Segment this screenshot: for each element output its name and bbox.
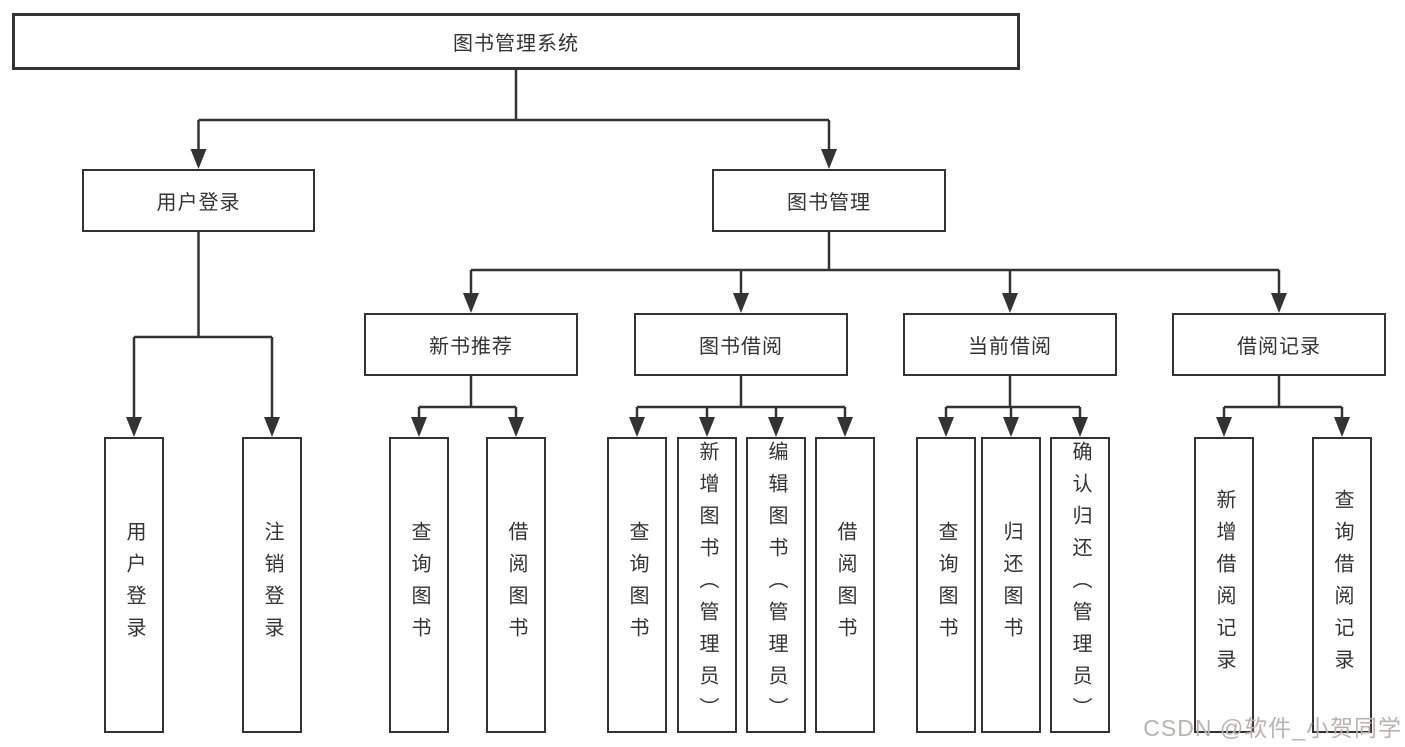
node-book-management-label: 图书管理	[787, 192, 871, 214]
leaf-query-books-2: 查询图书	[607, 437, 667, 733]
arrowhead-icon	[733, 293, 749, 313]
node-borrowing-records: 借阅记录	[1172, 313, 1386, 376]
arrowhead-group	[126, 149, 1350, 437]
arrowhead-icon	[699, 417, 715, 437]
leaf-confirm-return-admin: 确认归还（管理员）	[1050, 437, 1110, 733]
node-book-borrowing: 图书借阅	[634, 313, 848, 376]
leaf-borrow-books-1-label: 借阅图书	[505, 521, 527, 649]
connector-line	[944, 376, 1082, 419]
leaf-query-books-3-label: 查询图书	[935, 521, 957, 649]
leaf-logout-label: 注销登录	[261, 521, 283, 649]
leaf-borrow-books-2-label: 借阅图书	[834, 521, 856, 649]
connector-line	[417, 376, 518, 419]
arrowhead-icon	[1334, 417, 1350, 437]
leaf-edit-books-admin-label: 编辑图书（管理员）	[765, 441, 787, 729]
leaf-logout: 注销登录	[242, 437, 302, 733]
leaf-add-books-admin-label: 新增图书（管理员）	[696, 441, 718, 729]
connector-line-group	[132, 70, 1344, 419]
leaf-query-borrow-record-label: 查询借阅记录	[1331, 489, 1353, 681]
leaf-edit-books-admin: 编辑图书（管理员）	[746, 437, 806, 733]
arrowhead-icon	[411, 417, 427, 437]
node-new-book-recommend-label: 新书推荐	[429, 336, 513, 358]
arrowhead-icon	[126, 417, 142, 437]
connector-line	[469, 232, 1281, 295]
node-book-borrowing-label: 图书借阅	[699, 336, 783, 358]
arrowhead-icon	[1271, 293, 1287, 313]
connector-line	[132, 232, 274, 419]
arrowhead-icon	[264, 417, 280, 437]
leaf-return-books-label: 归还图书	[1000, 521, 1022, 649]
node-user-login-label: 用户登录	[156, 192, 241, 214]
arrowhead-icon	[1072, 417, 1088, 437]
leaf-add-books-admin: 新增图书（管理员）	[677, 437, 737, 733]
node-current-borrowing: 当前借阅	[903, 313, 1117, 376]
leaf-return-books: 归还图书	[981, 437, 1041, 733]
arrowhead-icon	[463, 293, 479, 313]
leaf-query-books-2-label: 查询图书	[626, 521, 648, 649]
arrowhead-icon	[190, 149, 207, 169]
arrowhead-icon	[629, 417, 645, 437]
arrowhead-icon	[508, 417, 524, 437]
connector-line	[635, 376, 847, 419]
leaf-confirm-return-admin-label: 确认归还（管理员）	[1069, 441, 1091, 729]
arrowhead-icon	[821, 149, 837, 169]
leaf-user-login: 用户登录	[104, 437, 164, 733]
arrowhead-icon	[1216, 417, 1232, 437]
node-user-login: 用户登录	[82, 169, 315, 232]
leaf-query-books-1-label: 查询图书	[408, 521, 430, 649]
leaf-query-borrow-record: 查询借阅记录	[1312, 437, 1372, 733]
node-root-label: 图书管理系统	[453, 33, 579, 55]
leaf-query-books-3: 查询图书	[916, 437, 976, 733]
node-root: 图书管理系统	[12, 13, 1020, 70]
connector-line	[197, 70, 831, 151]
node-borrowing-records-label: 借阅记录	[1237, 336, 1321, 358]
leaf-user-login-label: 用户登录	[123, 521, 145, 649]
node-current-borrowing-label: 当前借阅	[968, 336, 1052, 358]
leaf-borrow-books-1: 借阅图书	[486, 437, 546, 733]
leaf-add-borrow-record: 新增借阅记录	[1194, 437, 1254, 733]
connector-line	[1222, 376, 1344, 419]
arrowhead-icon	[1003, 417, 1019, 437]
watermark: CSDN @软件_小贺同学	[1143, 715, 1402, 741]
node-new-book-recommend: 新书推荐	[364, 313, 578, 376]
arrowhead-icon	[938, 417, 954, 437]
leaf-query-books-1: 查询图书	[389, 437, 449, 733]
node-book-management: 图书管理	[712, 169, 946, 232]
arrowhead-icon	[837, 417, 853, 437]
arrowhead-icon	[1002, 293, 1018, 313]
leaf-borrow-books-2: 借阅图书	[815, 437, 875, 733]
leaf-add-borrow-record-label: 新增借阅记录	[1213, 489, 1235, 681]
arrowhead-icon	[768, 417, 784, 437]
